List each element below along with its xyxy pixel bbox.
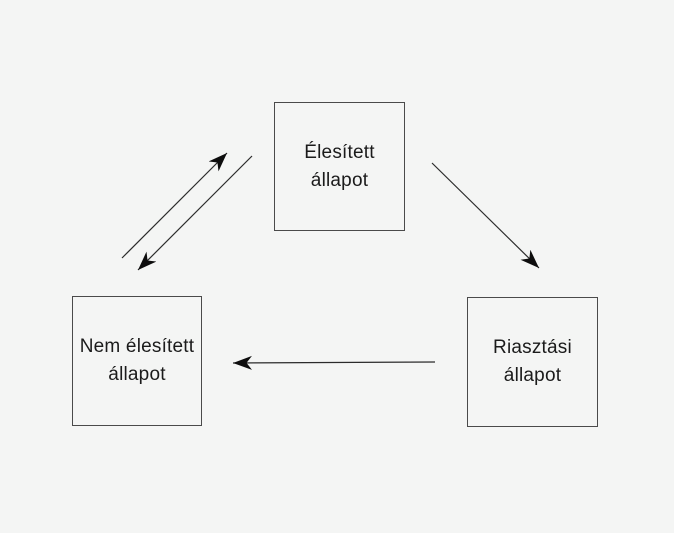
state-label-armed: Élesített állapot xyxy=(304,141,375,191)
state-label-alarm: Riasztási állapot xyxy=(493,337,572,386)
state-label-disarmed: Nem élesített állapot xyxy=(79,336,195,385)
state-box-disarmed: Nem élesített állapot xyxy=(72,296,202,426)
state-box-armed: Élesített állapot xyxy=(274,102,405,231)
arrow-armed-to-disarmed xyxy=(137,155,253,271)
arrow-armed-to-alarm xyxy=(431,162,540,269)
state-box-alarm: Riasztási állapot xyxy=(467,297,598,427)
arrow-disarmed-to-armed xyxy=(121,152,228,259)
arrow-alarm-to-disarmed xyxy=(232,355,436,370)
